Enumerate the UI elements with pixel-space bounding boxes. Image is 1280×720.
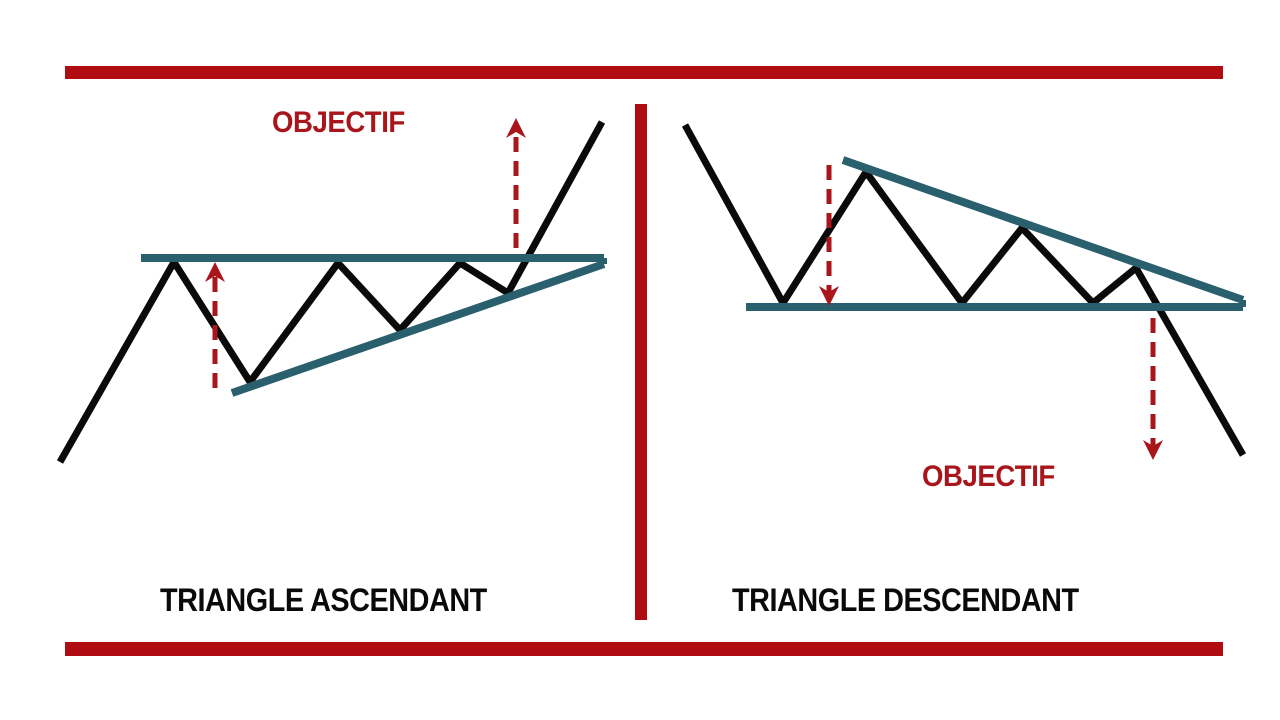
ascending-triangle-title: TRIANGLE ASCENDANT: [160, 582, 487, 618]
top-frame-bar: [65, 66, 1223, 79]
bottom-frame-bar: [65, 642, 1223, 656]
descending-price-line: [681, 123, 1247, 457]
descending-target-label: OBJECTIF: [922, 460, 1055, 493]
panel-divider: [635, 104, 647, 620]
descending-resistance-line: [841, 156, 1245, 304]
ascending-target-label: OBJECTIF: [272, 106, 405, 139]
ascending-triangle-panel: [56, 118, 607, 464]
descending-triangle-title: TRIANGLE DESCENDANT: [732, 582, 1079, 618]
descending-triangle-panel: [681, 123, 1247, 460]
ascending-support-line: [230, 260, 606, 397]
ascending-price-line: [56, 120, 606, 464]
